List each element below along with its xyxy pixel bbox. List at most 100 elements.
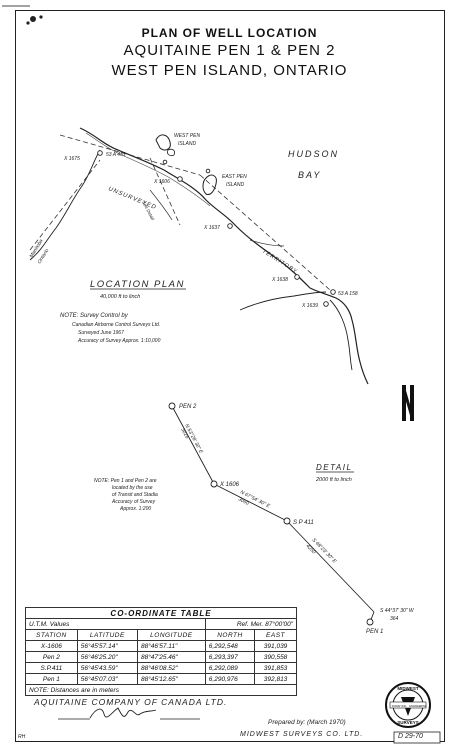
table-header-row: STATION LATITUDE LONGITUDE NORTH EAST (25, 629, 297, 641)
drawing-border (15, 10, 445, 742)
surveyor-name: MIDWEST SURVEYS CO. LTD. (240, 731, 364, 738)
river-south (239, 291, 327, 311)
west-pen-island-b (167, 148, 175, 157)
table-row: Pen 2 56°46'25.20" 88°47'25.46" 6,293,39… (25, 651, 297, 663)
table-row: Pen 1 56°45'07.03" 88°45'12.65" 6,290,97… (25, 673, 297, 685)
label-53a158: 53 A 158 (338, 291, 358, 297)
seal-text-bottom: SURVEYS (397, 720, 418, 725)
location-stations (97, 150, 336, 307)
cell-east: 391,853 (254, 662, 297, 674)
cell-station: Pen 1 (25, 673, 78, 685)
coastline-inner (85, 132, 211, 207)
label-pen2: PEN 2 (179, 404, 197, 410)
distance-1: 3016 (179, 427, 190, 440)
drawing-number-box (393, 731, 441, 744)
header-longitude: LONGITUDE (136, 629, 206, 641)
cell-station: S.P.411 (25, 662, 78, 674)
prepared-by: Prepared by: (March 1970) (268, 719, 346, 726)
location-labels: WEST PEN ISLAND EAST PEN ISLAND HUDSON B… (29, 133, 358, 309)
survey-note-line-2: Canadian Airborne Control Surveys Ltd. (72, 322, 160, 328)
cell-east: 390,558 (254, 651, 297, 663)
cell-east: 391,039 (254, 640, 297, 652)
survey-note: NOTE: Survey Control by Canadian Airborn… (60, 313, 161, 344)
cell-north: 6,292,089 (204, 662, 256, 674)
detail-note-line-2: located by the use (112, 485, 153, 491)
cell-latitude: 56°46'25.20" (76, 651, 138, 663)
cell-north: 6,292,548 (204, 640, 256, 652)
cell-longitude: 88°47'25.46" (136, 651, 206, 663)
detail-labels: PEN 2 X 1606 S P 411 PEN 1 N 53°28' 30" … (179, 404, 415, 635)
north-arrow (402, 385, 414, 421)
detail-note-line-4: Accuracy of Survey (111, 499, 156, 505)
river-east (329, 299, 353, 371)
east-pen-island (202, 174, 217, 195)
label-x1638: X 1638 (271, 277, 288, 283)
survey-note-line-3: Surveyed June 1967 (78, 330, 124, 336)
creek (149, 189, 173, 221)
header-latitude: LATITUDE (76, 629, 138, 641)
coastline (79, 127, 369, 385)
header-east: EAST (254, 629, 297, 641)
title-line-1: PLAN OF WELL LOCATION (141, 26, 318, 40)
detail-note-line-3: of Transit and Stadia (112, 492, 158, 498)
reference-meridian: Ref. Mer. 87°00'00" (204, 618, 298, 630)
header-station: STATION (25, 629, 78, 641)
table-row: X-1606 56°45'57.14" 88°46'57.11" 6,292,5… (25, 640, 297, 652)
river-west (29, 149, 101, 261)
drawing-number: D 29-70 (398, 733, 423, 740)
coordinate-table: CO-ORDINATE TABLE U.T.M. Values Ref. Mer… (25, 607, 298, 696)
cell-longitude: 88°46'57.11" (136, 640, 206, 652)
header-north: NORTH (204, 629, 256, 641)
detail-note: NOTE: Pen 1 and Pen 2 are located by the… (94, 478, 158, 512)
label-territory: TERRITORY (261, 249, 299, 276)
bearing-4: S 44°37' 30" W (380, 608, 415, 614)
ink-blot-marks (2, 5, 43, 25)
label-x1606-location: X 1606 (153, 179, 170, 185)
company-name: AQUITAINE COMPANY OF CANADA LTD. (34, 697, 228, 707)
cell-latitude: 56°45'43.59" (76, 662, 138, 674)
location-plan-scale: 40,000 ft to linch (100, 294, 140, 300)
survey-note-line-1: NOTE: Survey Control by (60, 313, 129, 319)
label-east-island: ISLAND (226, 182, 244, 188)
label-hudson: HUDSON (288, 149, 339, 159)
coordinate-table-title: CO-ORDINATE TABLE (25, 607, 297, 619)
seal-text-left: SURVEYING (392, 705, 407, 708)
cell-station: X-1606 (25, 640, 78, 652)
detail-heading: DETAIL (316, 463, 352, 472)
distance-4: 364 (390, 616, 399, 622)
cell-north: 6,293,397 (204, 651, 256, 663)
cell-station: Pen 2 (25, 651, 78, 663)
title-line-3: WEST PEN ISLAND, ONTARIO (111, 62, 348, 79)
label-x1639: X 1639 (301, 303, 318, 309)
label-pen1: PEN 1 (366, 629, 383, 635)
signature (89, 707, 157, 719)
label-west-pen: WEST PEN (174, 133, 201, 139)
location-plan-heading: LOCATION PLAN (90, 279, 185, 290)
detail-note-line-1: NOTE: Pen 1 and Pen 2 are (94, 478, 157, 484)
title-line-2: AQUITAINE PEN 1 & PEN 2 (123, 42, 336, 59)
detail-scale: 2000 ft to linch (315, 477, 352, 483)
label-53a451: 53 A 451 (106, 152, 126, 158)
distance-2: 3060 (237, 496, 250, 506)
cell-latitude: 56°45'07.03" (76, 673, 138, 685)
seal-text-right: ENGINEERING (409, 705, 427, 708)
detail-stations (168, 402, 374, 626)
cell-longitude: 88°46'08.52" (136, 662, 206, 674)
drafter-initials: RH (18, 734, 26, 740)
west-pen-island (155, 134, 171, 151)
cell-east: 392,813 (254, 673, 297, 685)
cell-longitude: 88°45'12.65" (136, 673, 206, 685)
label-bay: BAY (298, 170, 321, 180)
survey-note-line-4: Accuracy of Survey Approx. 1:10,000 (77, 338, 161, 344)
seal-text-top: MIDWEST (397, 686, 418, 691)
bearing-1: N 53°28' 30" E (183, 423, 204, 455)
midwest-seal: MIDWEST SURVEYS SURVEYING ENGINEERING (385, 682, 431, 728)
table-note: NOTE: Distances are in meters (25, 684, 297, 696)
label-west-island: ISLAND (178, 141, 196, 147)
label-sp411: S P 411 (293, 520, 314, 526)
label-east-pen: EAST PEN (222, 174, 247, 180)
utm-label: U.T.M. Values (25, 618, 206, 630)
detail-traverse (171, 405, 375, 623)
